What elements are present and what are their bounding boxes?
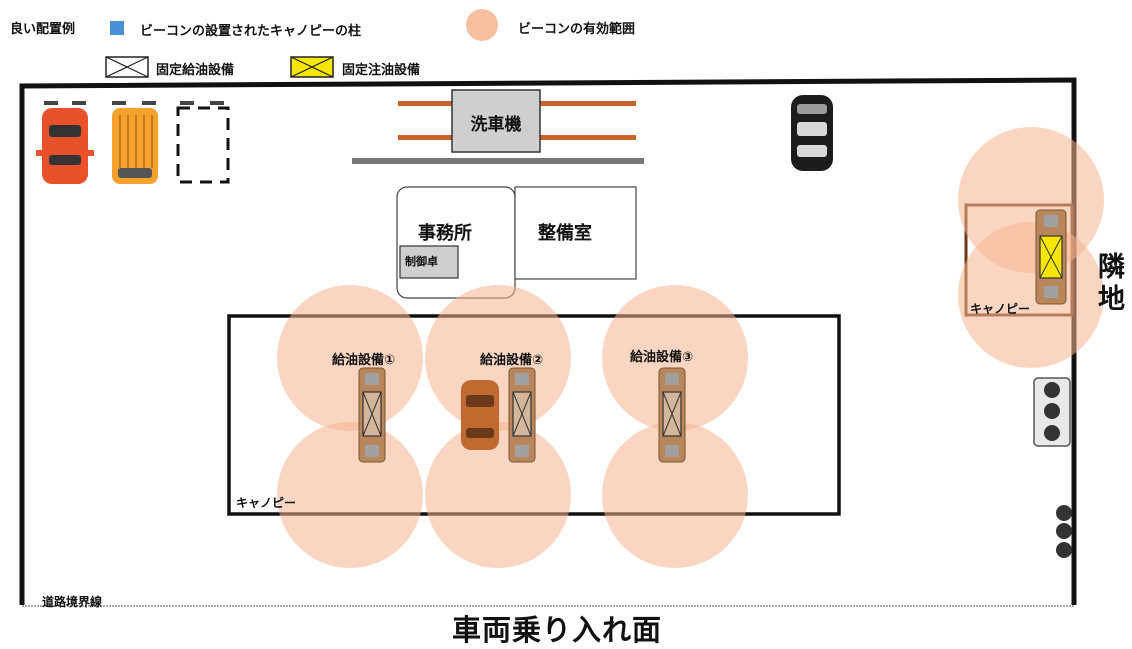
- fixed-fuel-legend-icon: [105, 56, 149, 78]
- legend-title: 良い配置例: [10, 22, 76, 37]
- pillar-legend-swatch: [110, 21, 124, 35]
- beacon-range: [277, 285, 423, 431]
- pump-3-label: 給油設備③: [630, 350, 694, 365]
- maintenance-room-label: 整備室: [538, 223, 592, 244]
- beacon-range: [958, 222, 1104, 368]
- beacon-range: [602, 422, 748, 568]
- red-car: [36, 101, 94, 184]
- pump-2-label: 給油設備②: [480, 353, 544, 368]
- beacon-ranges: [277, 127, 1104, 568]
- beacon-range: [602, 285, 748, 431]
- main-canopy-label: キャノピー: [236, 496, 297, 510]
- control-desk-label: 制御卓: [405, 255, 438, 268]
- road-boundary-label: 道路境界線: [42, 595, 103, 609]
- maintenance-building: [514, 186, 637, 280]
- empty-parking-space: [176, 106, 230, 184]
- entrance-label: 車両乗り入れ面: [452, 613, 663, 647]
- range-legend-label: ビーコンの有効範囲: [518, 22, 636, 37]
- car-wash-label: 洗車機: [470, 115, 522, 135]
- car-wash-floor-line: [352, 158, 644, 164]
- range-legend-swatch: [466, 9, 498, 41]
- fueling-car: [461, 380, 499, 450]
- office-label: 事務所: [418, 223, 472, 244]
- bollards: [1056, 505, 1072, 558]
- neighbor-lot-label: 隣 地: [1098, 252, 1125, 315]
- pillar-legend-label: ビーコンの設置されたキャノピーの柱: [140, 24, 362, 39]
- black-car: [791, 95, 833, 171]
- car-wash-machine: [451, 89, 541, 153]
- control-desk: [399, 245, 459, 279]
- pump-1: [358, 367, 386, 463]
- pump-2: [508, 367, 536, 463]
- side-canopy-label: キャノピー: [970, 302, 1031, 316]
- beacon-range: [277, 422, 423, 568]
- fixed-fuel-legend-label: 固定給油設備: [156, 63, 235, 78]
- pump-1-label: 給油設備①: [332, 353, 396, 368]
- inject-pump: [1035, 209, 1067, 305]
- fixed-inject-legend-label: 固定注油設備: [342, 63, 421, 78]
- orange-van: [112, 101, 158, 184]
- fixed-inject-legend-icon: [290, 56, 334, 78]
- traffic-signal: [1033, 377, 1071, 447]
- pump-3: [658, 367, 686, 463]
